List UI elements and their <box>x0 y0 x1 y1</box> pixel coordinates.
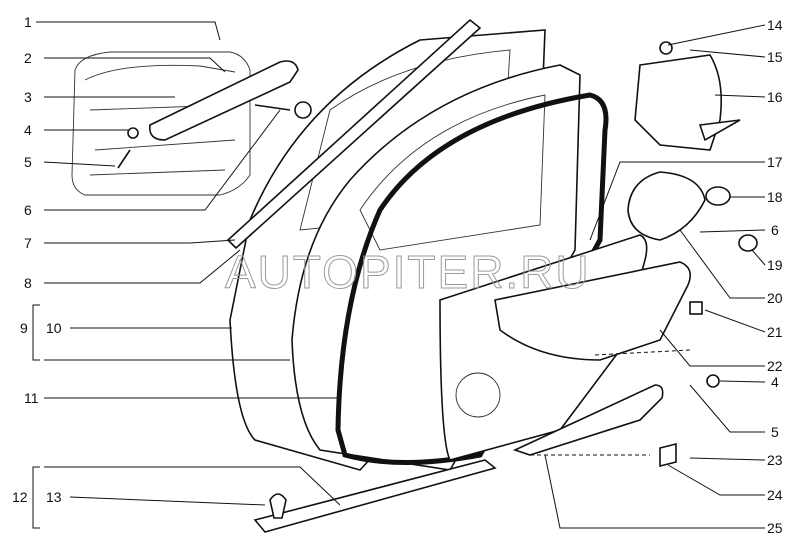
callout-label: 22 <box>767 358 783 374</box>
map-pocket <box>512 384 664 456</box>
callout-label: 1 <box>24 14 32 30</box>
callout-label: 16 <box>767 89 783 105</box>
leader-lines <box>32 21 766 529</box>
moulding-strip <box>226 18 482 250</box>
sill-strip <box>253 459 497 533</box>
callout-label: 21 <box>767 324 783 340</box>
callout-label: 6 <box>771 222 779 238</box>
callout-label: 12 <box>12 489 28 505</box>
handle-bezel <box>627 171 706 241</box>
callout-label: 24 <box>767 487 783 503</box>
callout-label: 8 <box>24 275 32 291</box>
inset-door-trim <box>71 51 251 196</box>
callout-label: 5 <box>24 154 32 170</box>
callout-label: 25 <box>767 520 783 536</box>
callout-label: 10 <box>46 320 62 336</box>
callout-label: 15 <box>767 49 783 65</box>
callout-label: 13 <box>46 489 62 505</box>
armrest-part <box>148 60 299 141</box>
callouts-right: 14 15 16 17 18 6 19 20 21 22 4 5 23 24 2… <box>767 17 783 536</box>
weatherstrip-seal <box>335 92 609 465</box>
callout-label: 4 <box>771 374 779 390</box>
callout-label: 5 <box>771 424 779 440</box>
callout-label: 14 <box>767 17 783 33</box>
callout-label: 18 <box>767 189 783 205</box>
callout-label: 11 <box>24 390 39 406</box>
door-inner-frame <box>291 64 581 471</box>
callout-label: 7 <box>24 235 32 251</box>
callout-label: 20 <box>767 290 783 306</box>
watermark: AUTOPITER.RU <box>225 246 591 298</box>
callout-label: 6 <box>24 202 32 218</box>
callout-label: 9 <box>20 320 28 336</box>
callout-label: 2 <box>24 50 32 66</box>
callouts-left: 1 2 3 4 5 6 7 8 9 10 11 12 13 <box>12 14 62 505</box>
cap-part <box>294 101 312 119</box>
callout-label: 23 <box>767 452 783 468</box>
callout-label: 17 <box>767 154 783 170</box>
callout-label: 19 <box>767 257 783 273</box>
plastic-clip <box>269 493 287 519</box>
callout-label: 3 <box>24 89 32 105</box>
callout-label: 4 <box>24 122 32 138</box>
